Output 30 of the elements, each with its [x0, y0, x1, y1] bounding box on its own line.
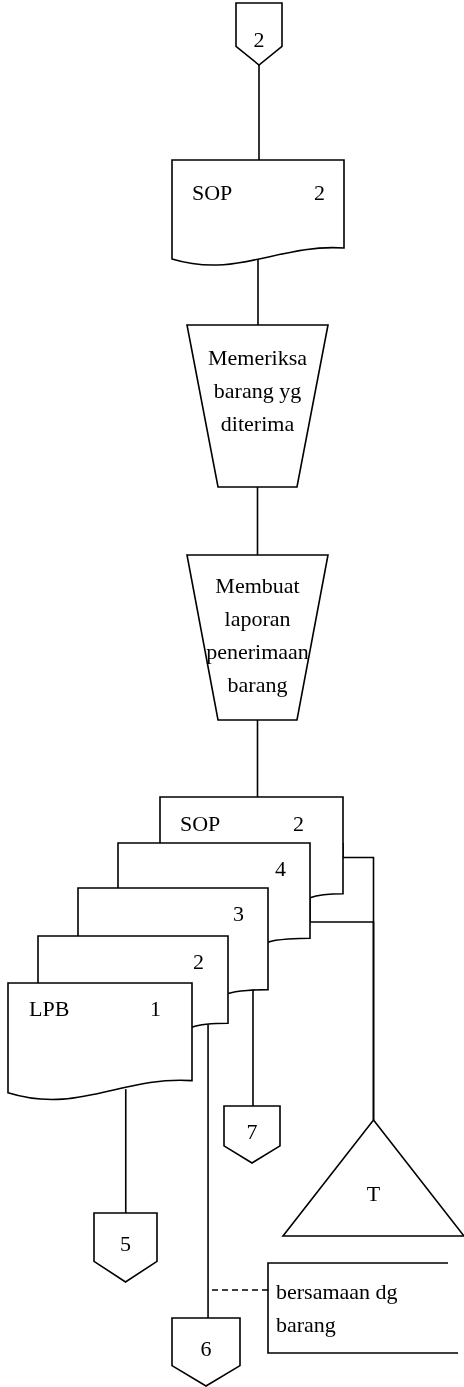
document-label: 2 [293, 810, 304, 838]
manual-operation-shape [187, 325, 328, 487]
document-label: 2 [314, 179, 325, 207]
off-page-connector [236, 3, 282, 65]
connector-number: 6 [199, 1335, 213, 1363]
flow-line [256, 719, 259, 798]
leader-line [211, 1289, 269, 1291]
document-label: 3 [233, 900, 244, 928]
document-label: SOP [192, 179, 233, 207]
document-label: 1 [150, 995, 161, 1023]
process-label: Membuat laporan penerimaan barang [205, 572, 310, 699]
document-label: LPB [29, 995, 70, 1023]
document-label: SOP [180, 810, 221, 838]
document-label: 2 [193, 948, 204, 976]
flow-line [256, 486, 259, 556]
storage-label: T [365, 1180, 382, 1208]
annotation-text: bersamaan dg barang [276, 1278, 399, 1339]
off-page-connector [224, 1106, 280, 1163]
process-label: Memeriksa barang yg diterima [207, 344, 308, 438]
connector-number: 2 [252, 26, 266, 54]
connector-number: 5 [119, 1230, 132, 1258]
manual-operation-shape [187, 555, 328, 720]
off-page-connector [94, 1213, 157, 1282]
flow-line [257, 258, 259, 326]
flow-line [124, 1088, 127, 1214]
connector-number: 7 [245, 1118, 259, 1146]
off-page-connector [172, 1318, 240, 1386]
document-label: 4 [275, 855, 286, 883]
storage-triangle [283, 1120, 464, 1236]
flow-line [258, 64, 260, 161]
